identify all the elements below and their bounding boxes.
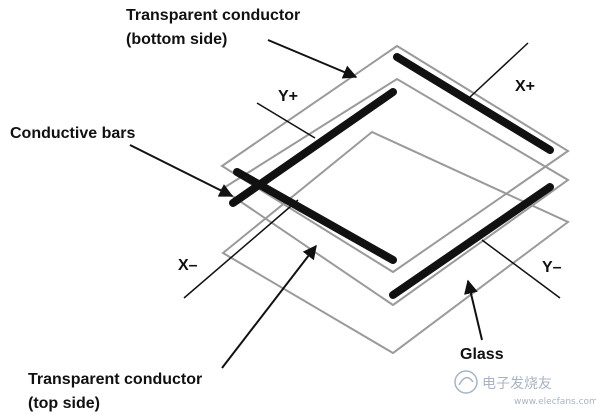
glass-plate — [221, 130, 570, 355]
bar-x-minus — [233, 168, 397, 264]
y-plus-leader — [256, 102, 316, 139]
label-x-minus: X– — [178, 257, 198, 274]
label-x-plus: X+ — [515, 78, 535, 95]
bottom-side-conductor-plate — [220, 44, 570, 274]
watermark-url: www.elecfans.com — [514, 397, 596, 407]
label-top-side: (top side) — [28, 395, 100, 412]
label-y-minus: Y– — [542, 259, 562, 276]
label-bottom-side: (bottom side) — [126, 31, 227, 48]
arrow-top-conductor — [221, 244, 317, 369]
label-transparent-conductor-top: Transparent conductor — [28, 371, 202, 388]
label-y-plus: Y+ — [278, 88, 298, 105]
arrow-conductive-bars — [129, 144, 234, 197]
label-conductive-bars: Conductive bars — [10, 125, 135, 142]
y-minus-leader — [481, 239, 561, 299]
x-minus-leader — [183, 199, 299, 299]
bar-y-minus — [389, 183, 554, 299]
watermark-logo-icon — [454, 370, 478, 394]
bar-x-plus — [393, 53, 554, 154]
arrow-bottom-conductor — [267, 39, 358, 79]
watermark-text: 电子发烧友 — [482, 376, 552, 392]
top-side-conductor-plate — [220, 77, 570, 307]
label-transparent-conductor-bottom: Transparent conductor — [126, 7, 300, 24]
label-glass: Glass — [460, 346, 504, 363]
x-plus-leader — [469, 42, 529, 98]
arrow-glass — [464, 279, 483, 341]
watermark: 电子发烧友 www.elecfans.com — [454, 370, 596, 407]
